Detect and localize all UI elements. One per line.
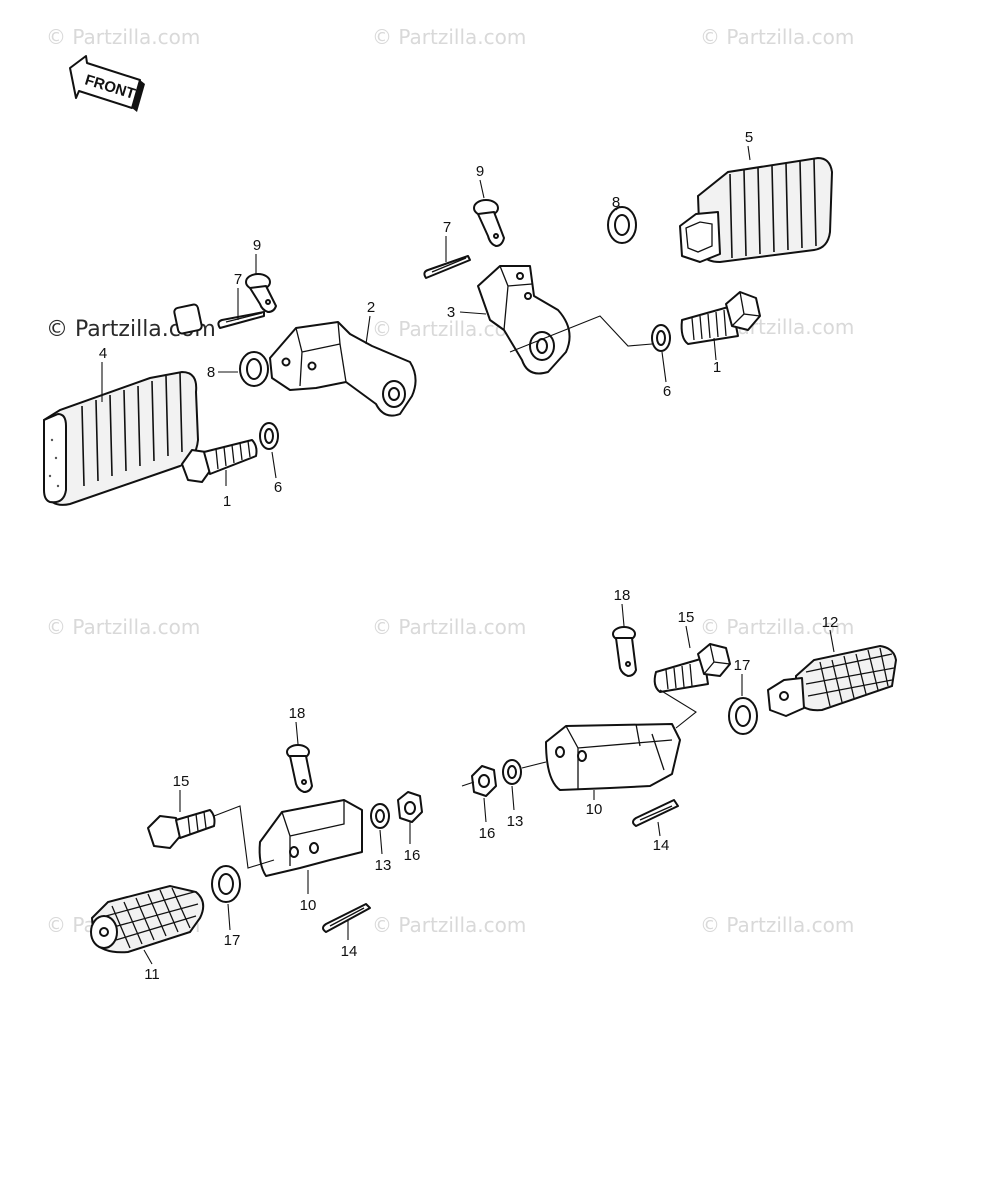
- watermarks: © Partzilla.com © Partzilla.com © Partzi…: [46, 25, 854, 937]
- callout-5: 5: [745, 129, 753, 146]
- watermark: © Partzilla.com: [372, 913, 526, 937]
- callout-3: 3: [447, 304, 455, 321]
- callout-10: 10: [300, 897, 317, 914]
- callout-8: 8: [207, 364, 215, 381]
- washer-6-left: [259, 422, 279, 450]
- watermark: © Partzilla.com: [700, 615, 854, 639]
- washer-13-right: [502, 759, 522, 785]
- bolt-15-left: [147, 809, 216, 849]
- callout-10: 10: [586, 801, 603, 818]
- callout-9: 9: [253, 237, 261, 254]
- cotter-pin-7-right: [423, 255, 471, 279]
- assembly-line: [213, 805, 275, 869]
- leader-lines: [101, 145, 835, 965]
- nut-16-right: [471, 765, 497, 797]
- callout-6: 6: [663, 383, 671, 400]
- watermark: © Partzilla.com: [700, 25, 854, 49]
- washer-8-left: [239, 351, 269, 387]
- callout-18: 18: [614, 587, 631, 604]
- assembly-line: [509, 315, 653, 353]
- footpeg-11: [90, 884, 205, 954]
- callout-13: 13: [507, 813, 524, 830]
- callout-13: 13: [375, 857, 392, 874]
- pin-18-left: [286, 744, 313, 793]
- cotter-pin-7-left: [217, 311, 265, 329]
- pin-9-left: [245, 273, 277, 313]
- callout-6: 6: [274, 479, 282, 496]
- callout-9: 9: [476, 163, 484, 180]
- bolt-15-right: [653, 643, 731, 693]
- washer-6-right: [651, 324, 671, 352]
- assembly-line: [461, 689, 697, 787]
- watermark: © Partzilla.com: [46, 615, 200, 639]
- watermark: © Partzilla.com: [46, 25, 200, 49]
- bracket-2: [269, 321, 417, 417]
- callouts: 9 7 2 8 4 1 6 9 7 3 8 5 1 6 18 15 12 17 …: [99, 129, 839, 983]
- callout-2: 2: [367, 299, 375, 316]
- washer-17-left: [211, 865, 241, 903]
- callout-1: 1: [223, 493, 231, 510]
- bracket-10-right: [545, 723, 681, 791]
- callout-7: 7: [443, 219, 451, 236]
- callout-11: 11: [144, 966, 160, 983]
- callout-7: 7: [234, 271, 242, 288]
- watermark: © Partzilla.com: [372, 25, 526, 49]
- pin-9-right: [473, 199, 505, 247]
- callout-17: 17: [734, 657, 751, 674]
- front-arrow-icon: FRONT: [69, 55, 145, 112]
- callout-4: 4: [99, 345, 107, 362]
- callout-14: 14: [341, 943, 358, 960]
- bracket-3: [477, 265, 571, 375]
- washer-8-right: [607, 206, 637, 244]
- pin-18-right: [612, 626, 637, 677]
- footpeg-5: [679, 156, 834, 264]
- callout-18: 18: [289, 705, 306, 722]
- washer-17-right: [728, 697, 758, 735]
- watermark: © Partzilla.com: [700, 913, 854, 937]
- callout-17: 17: [224, 932, 241, 949]
- callout-14: 14: [653, 837, 670, 854]
- callout-16: 16: [479, 825, 496, 842]
- callout-8: 8: [612, 194, 620, 211]
- watermark: © Partzilla.com: [372, 615, 526, 639]
- cotter-pin-14-left: [322, 903, 371, 933]
- footpeg-12: [767, 644, 898, 717]
- bolt-1-left: [181, 439, 258, 483]
- callout-12: 12: [822, 614, 839, 631]
- bracket-10-left: [258, 799, 363, 877]
- bolt-1-right: [680, 291, 761, 345]
- nut-16-left: [397, 791, 423, 823]
- callout-16: 16: [404, 847, 421, 864]
- washer-13-left: [370, 803, 390, 829]
- callout-1: 1: [713, 359, 721, 376]
- cotter-pin-14-right: [632, 799, 679, 827]
- callout-15: 15: [678, 609, 695, 626]
- callout-15: 15: [173, 773, 190, 790]
